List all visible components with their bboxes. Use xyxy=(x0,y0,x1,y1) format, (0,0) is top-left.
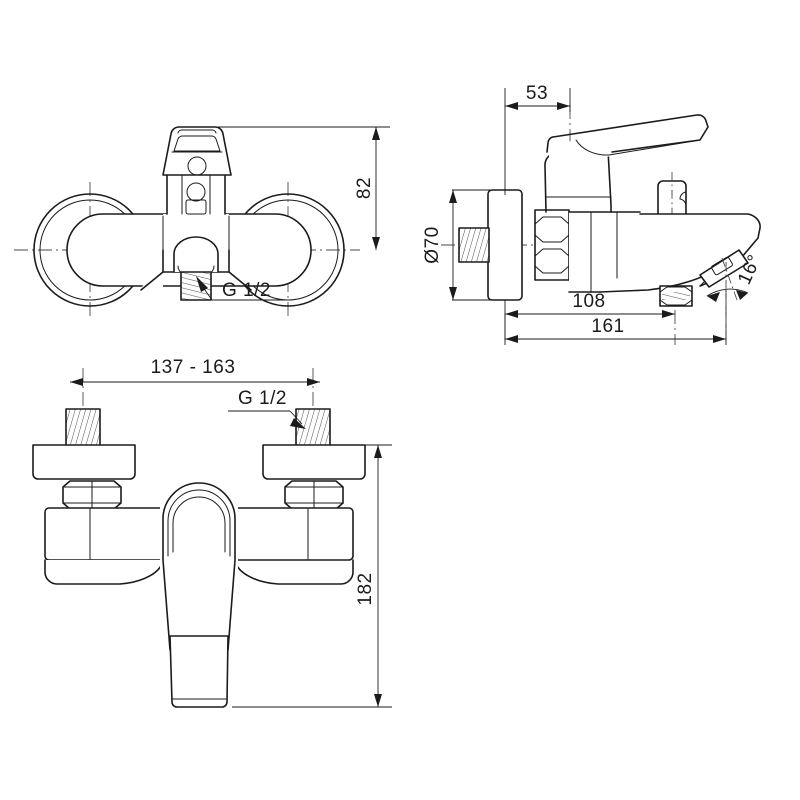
dimension-dia70: Ø70 xyxy=(422,189,505,301)
bottom-shoulder-left xyxy=(44,559,164,585)
dim-53-arrow-left xyxy=(505,102,518,110)
dim-16-arrow-right xyxy=(736,290,748,300)
bottom-view: 137 - 163 G 1/2 182 xyxy=(32,357,392,708)
dimension-53: 53 xyxy=(504,83,571,195)
front-handle-shell xyxy=(162,126,232,176)
bottom-body-bar xyxy=(44,507,354,561)
bottom-left-thread-hatch xyxy=(66,409,100,446)
bottom-shoulder-right xyxy=(234,559,354,585)
dimension-137-163: 137 - 163 xyxy=(70,357,320,386)
dim-16-angled-ref xyxy=(721,257,738,301)
side-hex-nut-facets xyxy=(534,216,570,274)
front-outlet-thread xyxy=(180,271,212,301)
side-aerator-slot xyxy=(711,256,733,276)
bottom-handle-tip xyxy=(169,635,229,708)
dim-161-arrow-right xyxy=(713,335,726,343)
dim-161-label: 161 xyxy=(591,316,624,337)
side-lever-underside xyxy=(575,139,701,156)
dim-137-163-label: 137 - 163 xyxy=(151,357,236,378)
bottom-left-inlet xyxy=(32,408,136,510)
side-inlet-thread xyxy=(458,227,490,263)
front-outlet-thread-hatch xyxy=(181,272,211,300)
side-lower-hex-body xyxy=(659,285,693,307)
bottom-handle-inner-arc xyxy=(167,489,231,557)
front-view: 82 G 1/2 xyxy=(14,126,390,320)
side-diverter-knob xyxy=(656,172,688,222)
dim-dia70-arrow-bottom xyxy=(449,287,457,300)
front-body-outline xyxy=(66,213,312,287)
dim-182-label: 182 xyxy=(355,572,376,605)
dimension-108: 108 xyxy=(504,291,675,340)
bottom-left-hexnut-facets xyxy=(62,486,122,504)
dim-82-arrow-bottom xyxy=(372,237,380,250)
bottom-left-flange xyxy=(32,444,136,480)
bottom-right-flange xyxy=(262,444,366,480)
callout-bottom-leader-angled xyxy=(289,410,303,425)
callout-g-half-front: G 1/2 xyxy=(196,276,285,301)
dim-137-163-arrow-left xyxy=(70,378,83,386)
dimension-182: 182 xyxy=(232,444,392,708)
dim-108-arrow-right xyxy=(662,310,675,318)
callout-front-arrow xyxy=(196,276,208,292)
callout-front-label: G 1/2 xyxy=(222,280,271,301)
side-diverter-notch xyxy=(679,191,687,207)
side-aerator xyxy=(699,249,749,288)
side-lower-hex-facets xyxy=(659,286,693,306)
side-lower-hex-nut xyxy=(659,285,693,307)
front-cartridge-neck xyxy=(166,174,226,215)
dim-161-arrow-left xyxy=(505,335,518,343)
dim-108-arrow-left xyxy=(505,310,518,318)
side-lower-hex-hatch xyxy=(662,292,690,300)
callout-bottom-arrow xyxy=(290,418,306,429)
bottom-right-inlet xyxy=(262,408,366,510)
dimension-161: 161 xyxy=(504,290,727,345)
dim-182-arrow-bottom xyxy=(374,694,382,707)
side-hex-nut xyxy=(534,209,570,281)
dim-137-163-arrow-right xyxy=(307,378,320,386)
front-handle-button xyxy=(187,156,207,176)
dim-182-arrow-top xyxy=(374,445,382,458)
bottom-handle-inner-arc-2 xyxy=(172,496,226,553)
front-handle-inset xyxy=(173,135,221,152)
side-view: 53 Ø70 108 161 xyxy=(422,83,766,345)
dim-dia70-label: Ø70 xyxy=(422,226,443,263)
dim-dia70-arrow-top xyxy=(449,190,457,203)
dim-82-arrow-top xyxy=(372,127,380,140)
dim-16-arrow-left xyxy=(707,292,720,302)
dim-82-label: 82 xyxy=(354,177,375,199)
callout-g-half-bottom: G 1/2 xyxy=(228,388,306,429)
bottom-handle-outline xyxy=(162,482,236,651)
front-neck-boss xyxy=(186,182,206,202)
front-handle-top-edge xyxy=(177,129,217,134)
dimension-82: 82 xyxy=(218,126,390,250)
front-neck-slot xyxy=(185,199,207,215)
dim-53-arrow-right xyxy=(557,102,570,110)
side-inlet-thread-hatch xyxy=(459,228,489,262)
bottom-right-hexnut-facets xyxy=(284,486,344,504)
dim-53-label: 53 xyxy=(526,83,548,104)
side-lever-blade xyxy=(546,114,709,153)
dim-16-arc xyxy=(706,288,749,297)
callout-bottom-label: G 1/2 xyxy=(238,388,287,409)
dim-108-label: 108 xyxy=(572,291,605,312)
front-outlet-dome xyxy=(173,236,219,273)
